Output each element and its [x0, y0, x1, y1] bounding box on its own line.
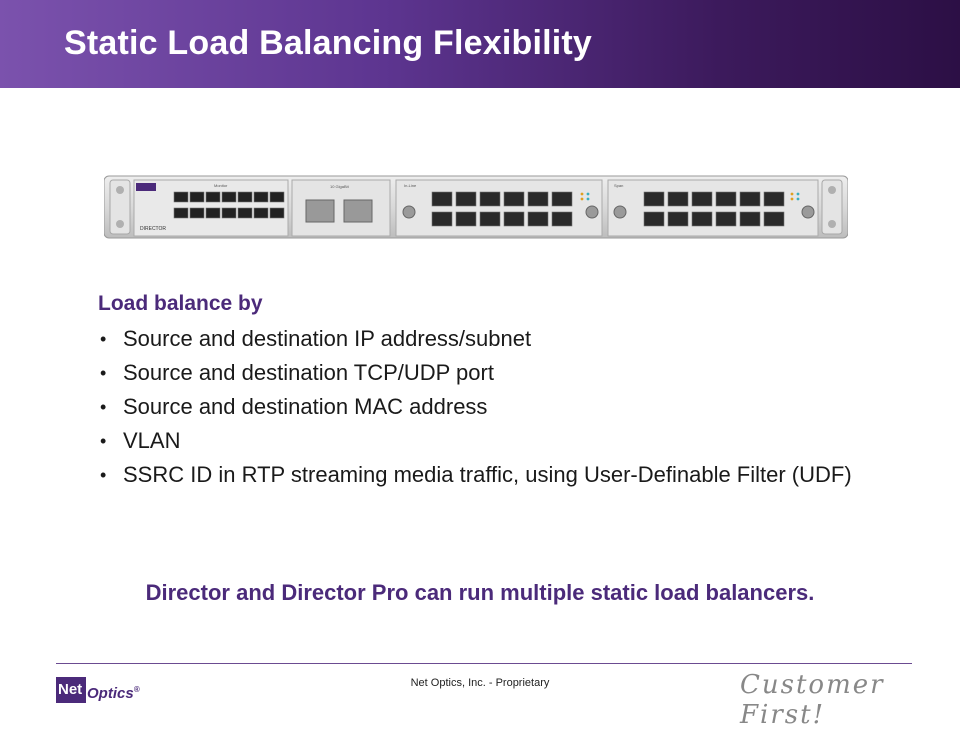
- device-10g-label: 10 GigaBit: [330, 184, 350, 189]
- closing-statement: Director and Director Pro can run multip…: [145, 580, 815, 605]
- title-bar: Static Load Balancing Flexibility: [0, 0, 960, 88]
- bullet-text: VLAN: [123, 428, 181, 453]
- bullet-text: Source and destination IP address/subnet: [123, 326, 532, 351]
- list-item: • Source and destination IP address/subne…: [100, 324, 900, 354]
- logo-optics-text: Optics®: [87, 685, 140, 702]
- bullet-icon: •: [100, 465, 107, 485]
- bullet-text: SSRC ID in RTP streaming media traffic, …: [123, 462, 852, 487]
- bullet-icon: •: [100, 329, 107, 349]
- load-balance-heading: Load balance by: [98, 292, 263, 315]
- device-inline-label: In-Line: [404, 183, 417, 188]
- footer-divider: [56, 663, 912, 664]
- bullet-icon: •: [100, 431, 107, 451]
- list-item: • SSRC ID in RTP streaming media traffic,…: [100, 460, 883, 490]
- bullet-text: Source and destination TCP/UDP port: [123, 360, 494, 385]
- list-item: • Source and destination TCP/UDP port: [100, 358, 900, 388]
- director-device-image: DIRECTOR Monitor 10 GigaBit In-Line Span: [104, 175, 848, 239]
- logo-net-text: Net: [58, 681, 83, 698]
- list-item: • Source and destination MAC address: [100, 392, 900, 422]
- list-item: • VLAN: [100, 426, 900, 456]
- net-optics-logo: Net Optics®: [56, 670, 156, 708]
- proprietary-notice: Net Optics, Inc. - Proprietary: [410, 677, 550, 689]
- logo-box: [56, 677, 86, 703]
- bullet-text: Source and destination MAC address: [123, 394, 488, 419]
- bullet-icon: •: [100, 363, 107, 383]
- device-monitor-label: Monitor: [214, 183, 228, 188]
- slide-title: Static Load Balancing Flexibility: [64, 24, 593, 62]
- device-brand-logo: [136, 183, 156, 191]
- bullet-icon: •: [100, 397, 107, 417]
- device-span-label: Span: [614, 183, 623, 188]
- customer-first-slogan: Customer First!: [740, 670, 885, 730]
- device-model-label: DIRECTOR: [140, 226, 166, 232]
- criteria-list: • Source and destination IP address/subne…: [100, 324, 900, 494]
